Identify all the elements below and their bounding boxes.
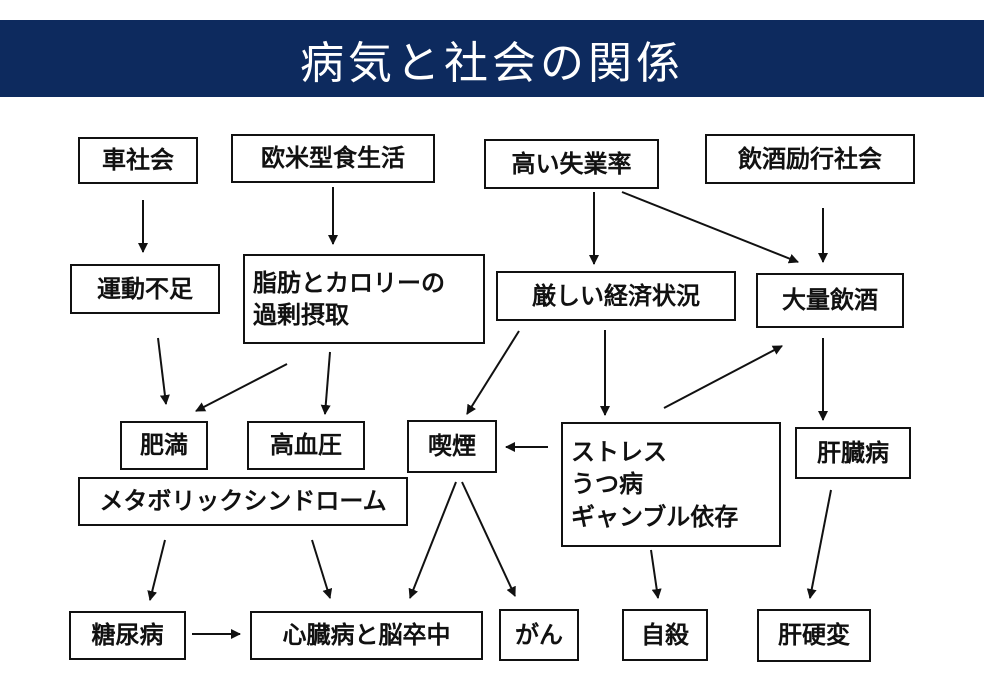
arrow-metabolic-to-heart bbox=[311, 539, 333, 599]
page-title: 病気と社会の関係 bbox=[300, 37, 684, 89]
arrow-intake-to-hypertension bbox=[320, 351, 331, 415]
node-excess-intake: 脂肪とカロリーの 過剰摂取 bbox=[243, 254, 485, 344]
arrow-stress-to-drinking bbox=[663, 345, 783, 409]
arrow-intake-to-obesity bbox=[195, 363, 288, 412]
arrow-metabolic-to-diabetes bbox=[147, 539, 166, 601]
arrow-unemployment-to-drinking bbox=[621, 191, 799, 264]
node-hypertension: 高血圧 bbox=[247, 421, 365, 470]
node-metabolic: メタボリックシンドローム bbox=[78, 477, 408, 526]
node-smoking: 喫煙 bbox=[407, 420, 497, 473]
node-heavy-drinking: 大量飲酒 bbox=[756, 273, 904, 328]
node-suicide: 自殺 bbox=[622, 609, 708, 661]
title-banner bbox=[0, 20, 984, 97]
node-diabetes: 糖尿病 bbox=[69, 611, 186, 660]
arrow-smoking-to-cancer bbox=[461, 481, 516, 597]
node-stress: ストレス うつ病 ギャンブル依存 bbox=[561, 422, 781, 547]
node-liver-disease: 肝臓病 bbox=[795, 427, 911, 479]
node-car-society: 車社会 bbox=[78, 137, 198, 184]
node-hard-economy: 厳しい経済状況 bbox=[496, 271, 736, 321]
node-western-diet: 欧米型食生活 bbox=[231, 134, 435, 183]
node-heart-stroke: 心臓病と脳卒中 bbox=[250, 611, 483, 660]
arrow-stress-to-suicide bbox=[650, 549, 662, 599]
arrow-exercise-to-obesity bbox=[157, 337, 170, 405]
node-cirrhosis: 肝硬変 bbox=[757, 609, 871, 662]
arrow-economy-to-smoking bbox=[466, 330, 520, 415]
node-unemployment: 高い失業率 bbox=[484, 139, 659, 189]
node-obesity: 肥満 bbox=[120, 421, 208, 470]
node-cancer: がん bbox=[499, 609, 579, 661]
node-drinking-society: 飲酒励行社会 bbox=[705, 134, 915, 184]
arrow-liver-to-cirrhosis bbox=[806, 489, 832, 599]
arrow-smoking-to-heart bbox=[408, 481, 457, 599]
node-lack-exercise: 運動不足 bbox=[70, 264, 220, 314]
